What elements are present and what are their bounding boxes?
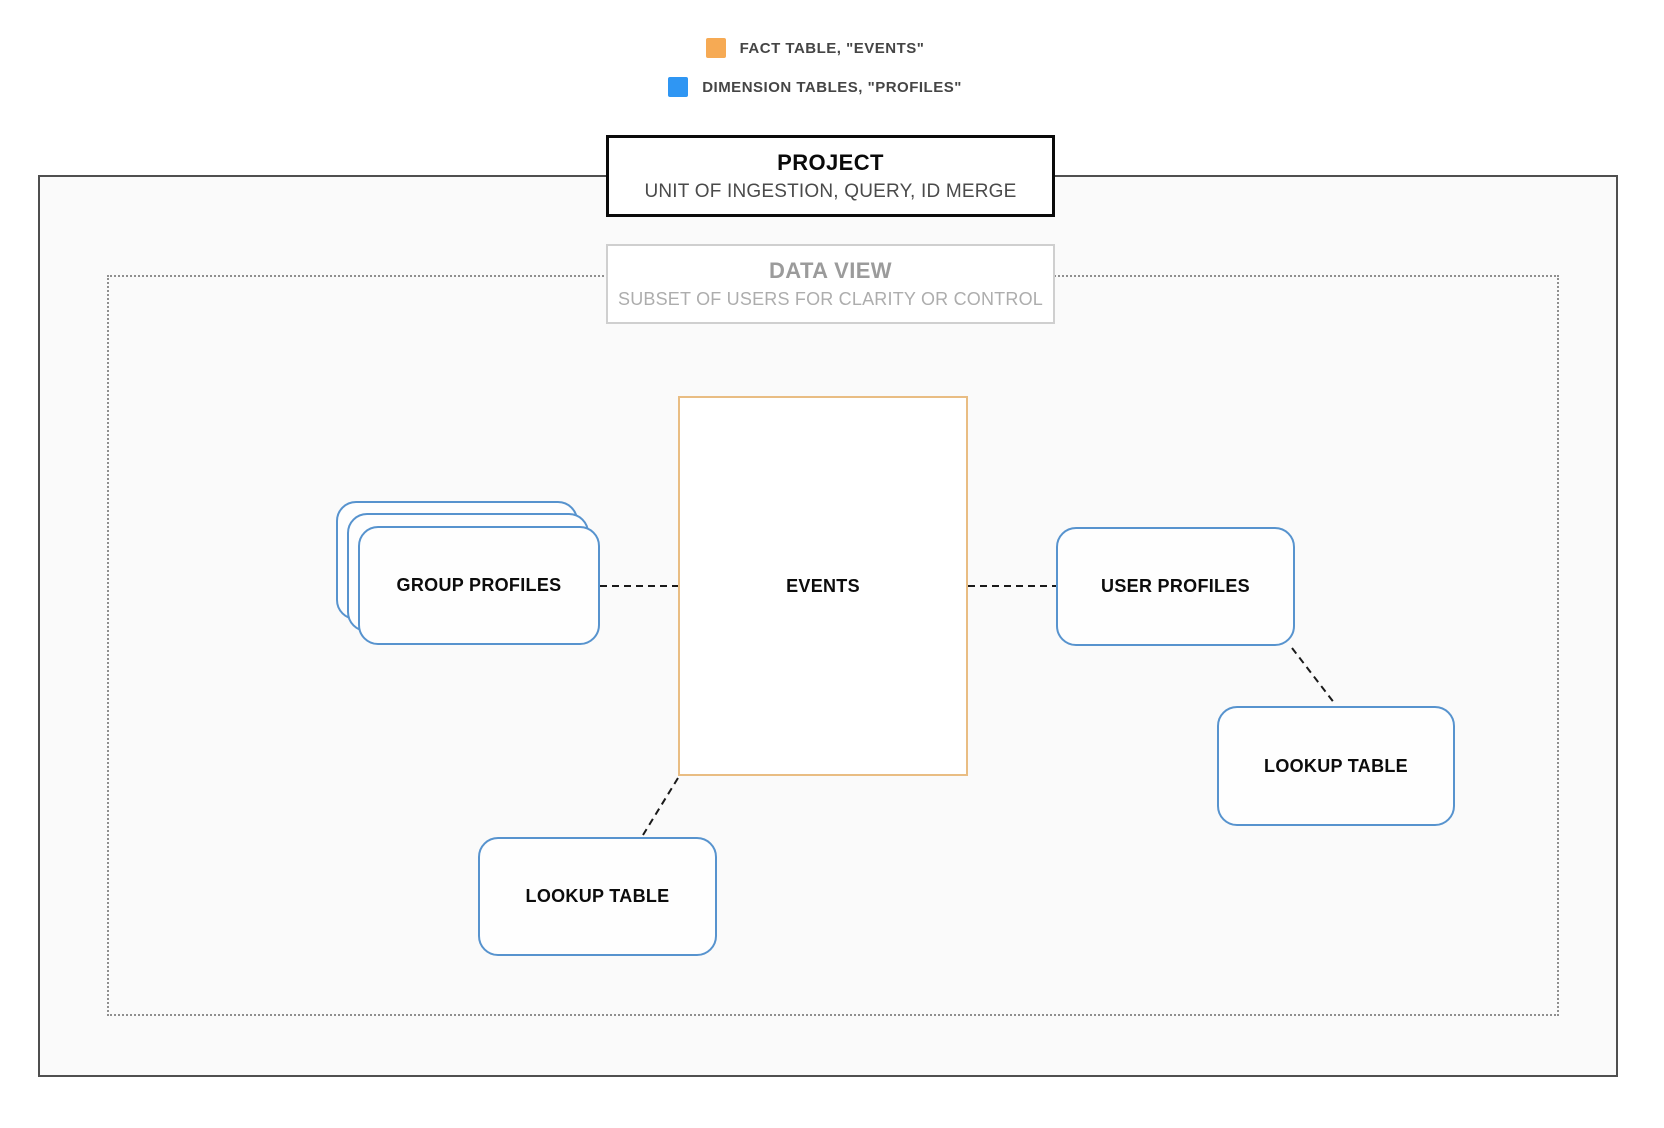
fact-table-color-swatch-icon — [705, 38, 726, 58]
legend-label-dimension-tables: DIMENSION TABLES, "PROFILES" — [702, 78, 962, 96]
events-node: EVENTS — [678, 396, 968, 776]
data-view-header-box: DATA VIEW SUBSET OF USERS FOR CLARITY OR… — [606, 244, 1055, 324]
lookup-table-right-node: LOOKUP TABLE — [1217, 706, 1455, 826]
legend: FACT TABLE, "EVENTS" DIMENSION TABLES, "… — [0, 38, 1630, 97]
lookup-table-right-label: LOOKUP TABLE — [1264, 755, 1408, 776]
project-title: PROJECT — [777, 149, 884, 175]
user-profiles-node: USER PROFILES — [1056, 527, 1295, 646]
lookup-table-left-label: LOOKUP TABLE — [525, 886, 670, 906]
dimension-tables-color-swatch-icon — [668, 77, 689, 97]
legend-label-fact-table: FACT TABLE, "EVENTS" — [739, 39, 925, 57]
data-view-subtitle: SUBSET OF USERS FOR CLARITY OR CONTROL — [617, 289, 1043, 309]
data-view-title: DATA VIEW — [769, 258, 892, 283]
group-profiles-node: GROUP PROFILES — [336, 501, 602, 647]
project-header-box: PROJECT UNIT OF INGESTION, QUERY, ID MER… — [606, 135, 1055, 217]
legend-item-fact-table: FACT TABLE, "EVENTS" — [705, 38, 925, 58]
lookup-table-left-node: LOOKUP TABLE — [478, 837, 717, 956]
group-profiles-label: GROUP PROFILES — [396, 575, 562, 595]
legend-item-dimension-tables: DIMENSION TABLES, "PROFILES" — [668, 77, 962, 97]
events-label: EVENTS — [786, 575, 860, 596]
group-profiles-stack-card-front: GROUP PROFILES — [358, 526, 600, 645]
user-profiles-label: USER PROFILES — [1101, 576, 1250, 596]
project-subtitle: UNIT OF INGESTION, QUERY, ID MERGE — [644, 180, 1017, 202]
